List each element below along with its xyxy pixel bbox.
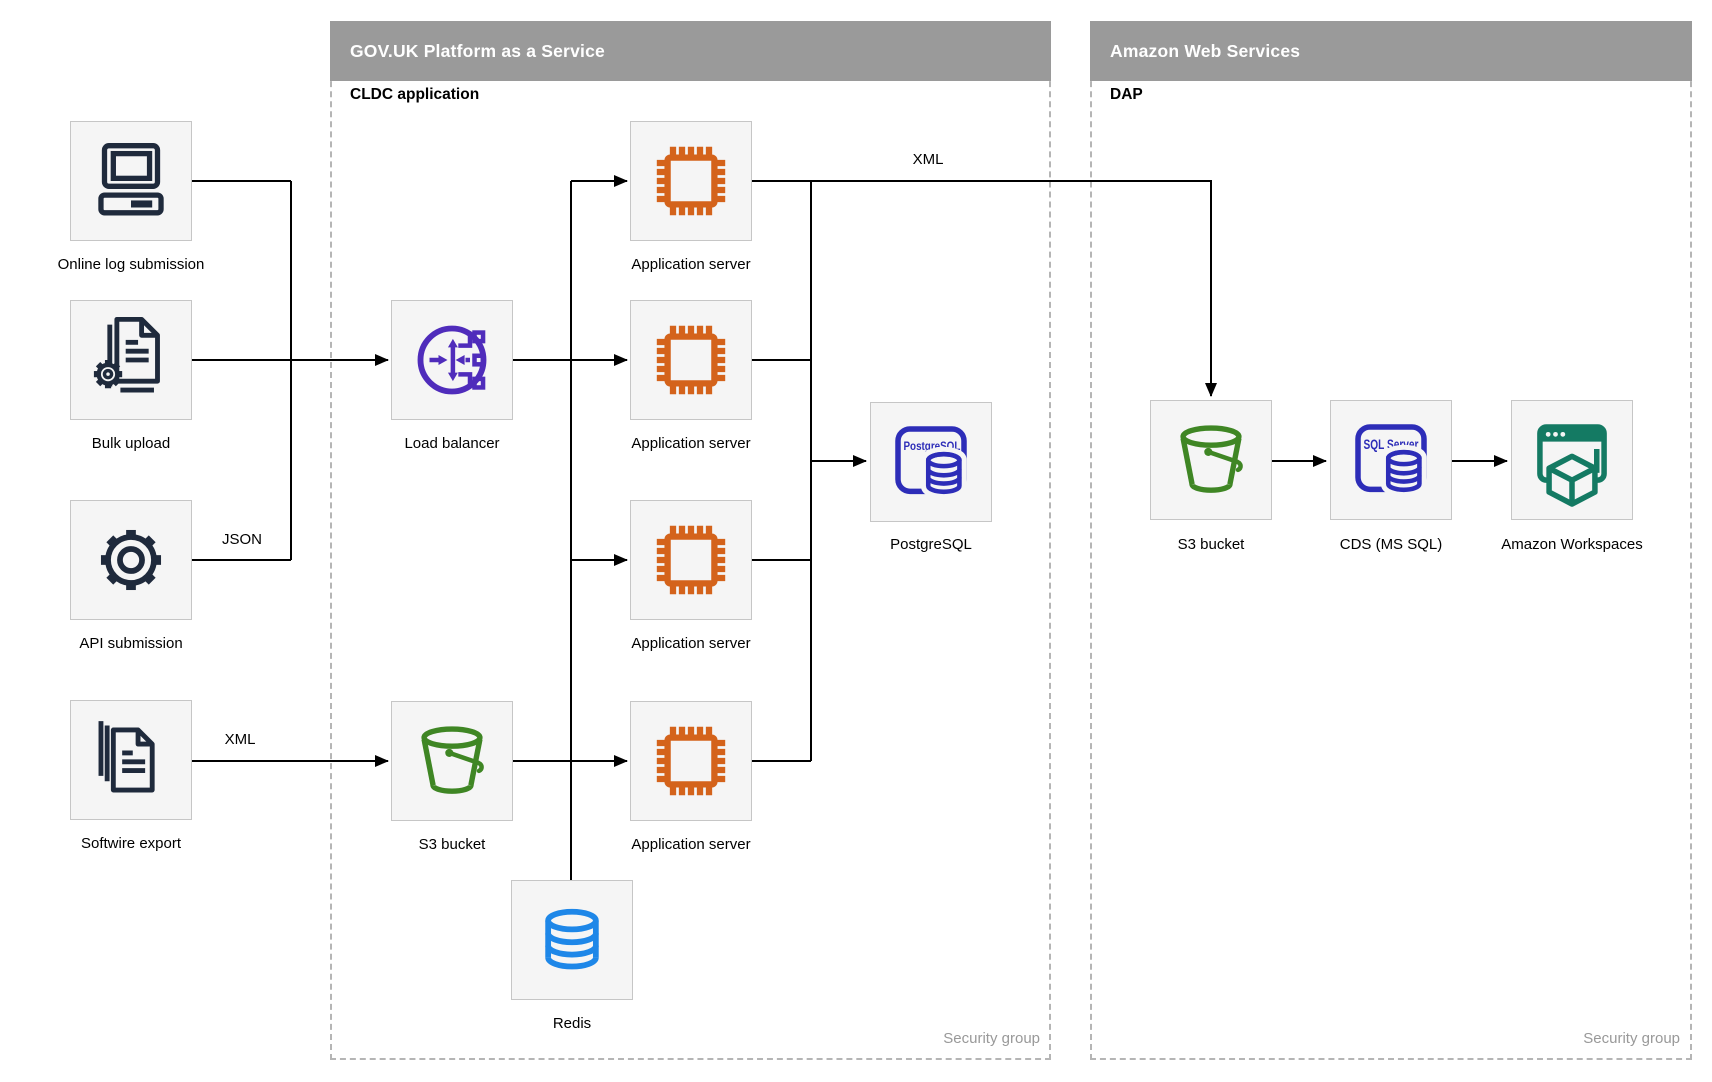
node-label: Amazon Workspaces <box>1501 536 1643 553</box>
node-amazon-workspaces <box>1511 400 1633 520</box>
node-label: S3 bucket <box>418 836 486 853</box>
chip-icon <box>656 726 726 796</box>
node-softwire-export <box>70 700 192 820</box>
node-label: API submission <box>79 635 183 652</box>
node-app-server-3 <box>630 500 752 620</box>
node-label: PostgreSQL <box>890 536 972 553</box>
aws-container: Amazon Web Services <box>1090 21 1692 1060</box>
node-app-server-2 <box>630 300 752 420</box>
node-load-balancer <box>391 300 513 420</box>
paas-header-band: GOV.UK Platform as a Service <box>330 21 1051 81</box>
paas-title: GOV.UK Platform as a Service <box>350 40 605 61</box>
aws-title: Amazon Web Services <box>1110 40 1301 61</box>
node-label: S3 bucket <box>1177 536 1245 553</box>
node-label: Softwire export <box>80 835 182 852</box>
node-label: CDS (MS SQL) <box>1339 536 1443 553</box>
node-app-server-1 <box>630 121 752 241</box>
documents-icon <box>98 721 155 793</box>
computer-icon <box>98 143 164 216</box>
node-label: Application server <box>631 256 751 273</box>
node-cds-mssql: SQL Server <box>1330 400 1452 520</box>
node-app-server-4 <box>630 701 752 821</box>
s3-bucket-icon <box>1180 425 1243 493</box>
documents-gear-icon <box>93 316 160 393</box>
node-label: Bulk upload <box>91 435 171 452</box>
redis-database-icon <box>545 908 599 970</box>
aws-sublabel: DAP <box>1110 86 1143 103</box>
node-label: Load balancer <box>404 435 500 452</box>
node-online-log-submission <box>70 121 192 241</box>
node-label: Application server <box>631 635 751 652</box>
paas-sublabel: CLDC application <box>350 86 480 103</box>
load-balancer-icon <box>417 325 487 395</box>
edge-label-json: JSON <box>221 531 262 548</box>
chip-icon <box>656 325 726 395</box>
paas-security-group-label: Security group <box>943 1030 1040 1047</box>
edge-label-xml-softwire: XML <box>224 731 256 748</box>
node-s3-bucket-paas <box>391 701 513 821</box>
node-label: Online log submission <box>57 256 205 273</box>
node-redis <box>511 880 633 1000</box>
aws-security-group-label: Security group <box>1583 1030 1680 1047</box>
node-s3-bucket-aws <box>1150 400 1272 520</box>
node-label: Application server <box>631 435 751 452</box>
gear-icon <box>100 529 162 591</box>
postgresql-icon: PostgreSQL <box>895 426 967 500</box>
node-postgresql: PostgreSQL <box>870 402 992 522</box>
aws-header-band: Amazon Web Services <box>1090 21 1692 81</box>
chip-icon <box>656 525 726 595</box>
paas-container: GOV.UK Platform as a Service <box>330 21 1051 1060</box>
node-label: Application server <box>631 836 751 853</box>
chip-icon <box>656 146 726 216</box>
s3-bucket-icon <box>421 726 484 794</box>
node-api-submission <box>70 500 192 620</box>
node-label: Redis <box>552 1015 592 1032</box>
workspaces-icon <box>1537 424 1607 507</box>
node-bulk-upload <box>70 300 192 420</box>
sql-server-icon: SQL Server <box>1355 424 1427 498</box>
edge-label-xml-aws: XML <box>912 151 944 168</box>
